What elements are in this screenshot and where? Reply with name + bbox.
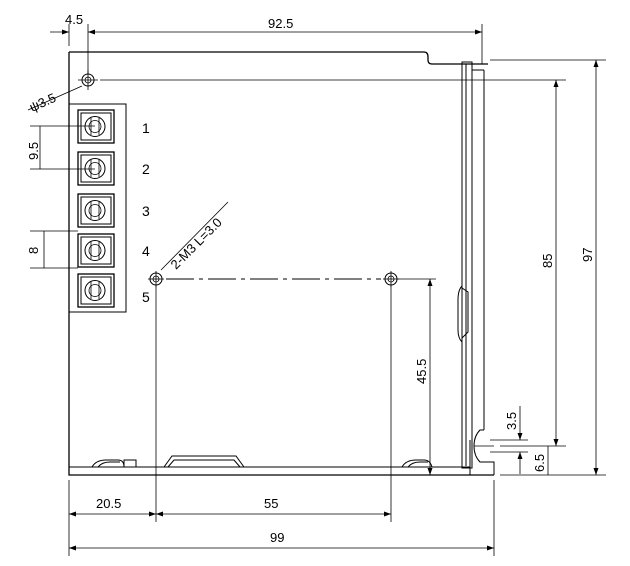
dim-label-92-5: 92.5: [268, 16, 293, 31]
dim-label-20-5: 20.5: [96, 496, 121, 511]
dim-label-8: 8: [26, 247, 41, 254]
dim-label-97: 97: [580, 248, 595, 262]
mount-screws: [148, 271, 399, 287]
dim-label-85: 85: [540, 254, 555, 268]
dim-hole-offset: 4.5: [50, 12, 95, 74]
dim-bottom-spacing: 20.5 55: [68, 286, 392, 556]
side-rail: [457, 61, 495, 475]
dim-label-3-5: 3.5: [504, 412, 519, 430]
dim-small-right: 3.5 6.5: [490, 406, 549, 475]
dim-height-inner: 85: [100, 79, 566, 447]
dim-label-9-5: 9.5: [26, 142, 41, 160]
dim-mount-screw: 2-M3 L=3.0: [160, 201, 229, 272]
dim-label-45-5: 45.5: [414, 359, 429, 384]
dim-label-55: 55: [264, 496, 278, 511]
dim-height-total: 97: [490, 59, 606, 476]
dim-label-mount-screw: 2-M3 L=3.0: [168, 215, 225, 272]
terminal-3: [77, 193, 115, 228]
dim-label-99: 99: [270, 530, 284, 545]
terminal-label-4: 4: [142, 243, 150, 259]
terminal-2: [77, 151, 115, 186]
dim-mount-height: 45.5: [398, 278, 436, 475]
terminal-label-1: 1: [142, 120, 150, 136]
dim-label-6-5: 6.5: [532, 454, 547, 472]
terminal-label-5: 5: [142, 289, 150, 305]
dim-width-total: 99: [69, 480, 495, 556]
bottom-tabs: [91, 455, 433, 468]
dim-hole-diameter: ψ3.5: [27, 85, 83, 115]
dim-terminal-pitch: 9.5: [26, 125, 95, 170]
dim-hole-to-edge: 92.5: [88, 16, 483, 64]
dim-label-hole-dia: ψ3.5: [27, 90, 58, 115]
terminal-4: [77, 233, 115, 268]
terminal-block: 1 2 3 4 5: [68, 103, 150, 313]
terminal-1: [77, 109, 115, 144]
terminal-5: [77, 273, 115, 308]
dim-label-4-5: 4.5: [65, 12, 83, 27]
terminal-label-3: 3: [142, 203, 150, 219]
terminal-label-2: 2: [142, 161, 150, 177]
dim-terminal-height: 8: [26, 230, 78, 269]
